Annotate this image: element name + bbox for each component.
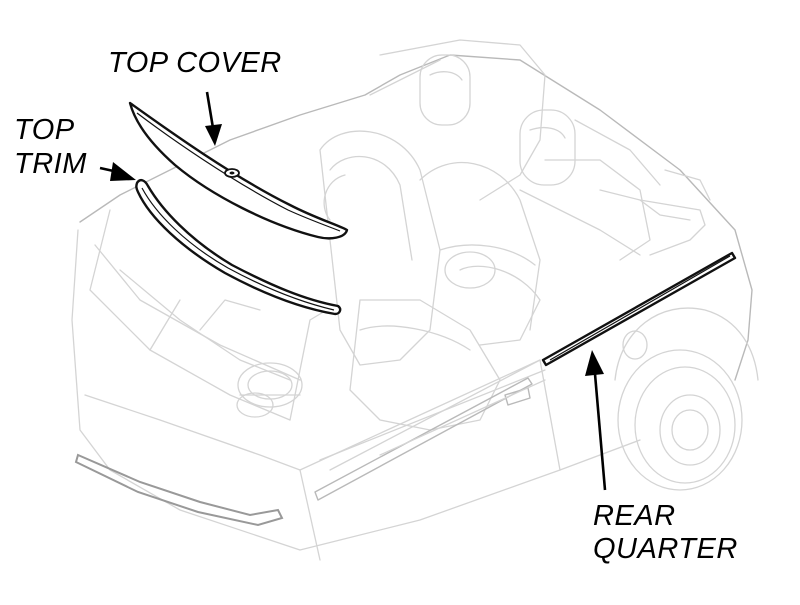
steering-wheel	[236, 362, 303, 418]
rear-quarter-part	[541, 251, 737, 367]
door-details	[314, 359, 546, 501]
top-cover-part	[128, 101, 349, 240]
rear-wheel	[614, 307, 759, 491]
top-cover-label: TOP COVER	[108, 47, 282, 79]
rear-seat	[369, 39, 661, 261]
windshield-frame	[89, 209, 336, 421]
top-trim-label-line2: TRIM	[14, 148, 87, 180]
rear-quarter-label-line2: QUARTER	[593, 533, 738, 565]
car-body-outline	[71, 54, 753, 561]
rear-deck	[599, 169, 711, 256]
rear-quarter-label-line1: REAR	[593, 500, 676, 532]
top-trim-arrow	[99, 162, 136, 181]
top-trim-part	[135, 178, 342, 316]
front-seats	[319, 130, 541, 431]
top-cover-arrow	[205, 91, 222, 146]
top-trim-label-line1: TOP	[14, 114, 75, 146]
sill-strip	[74, 453, 284, 527]
rear-quarter-arrow	[585, 350, 607, 491]
